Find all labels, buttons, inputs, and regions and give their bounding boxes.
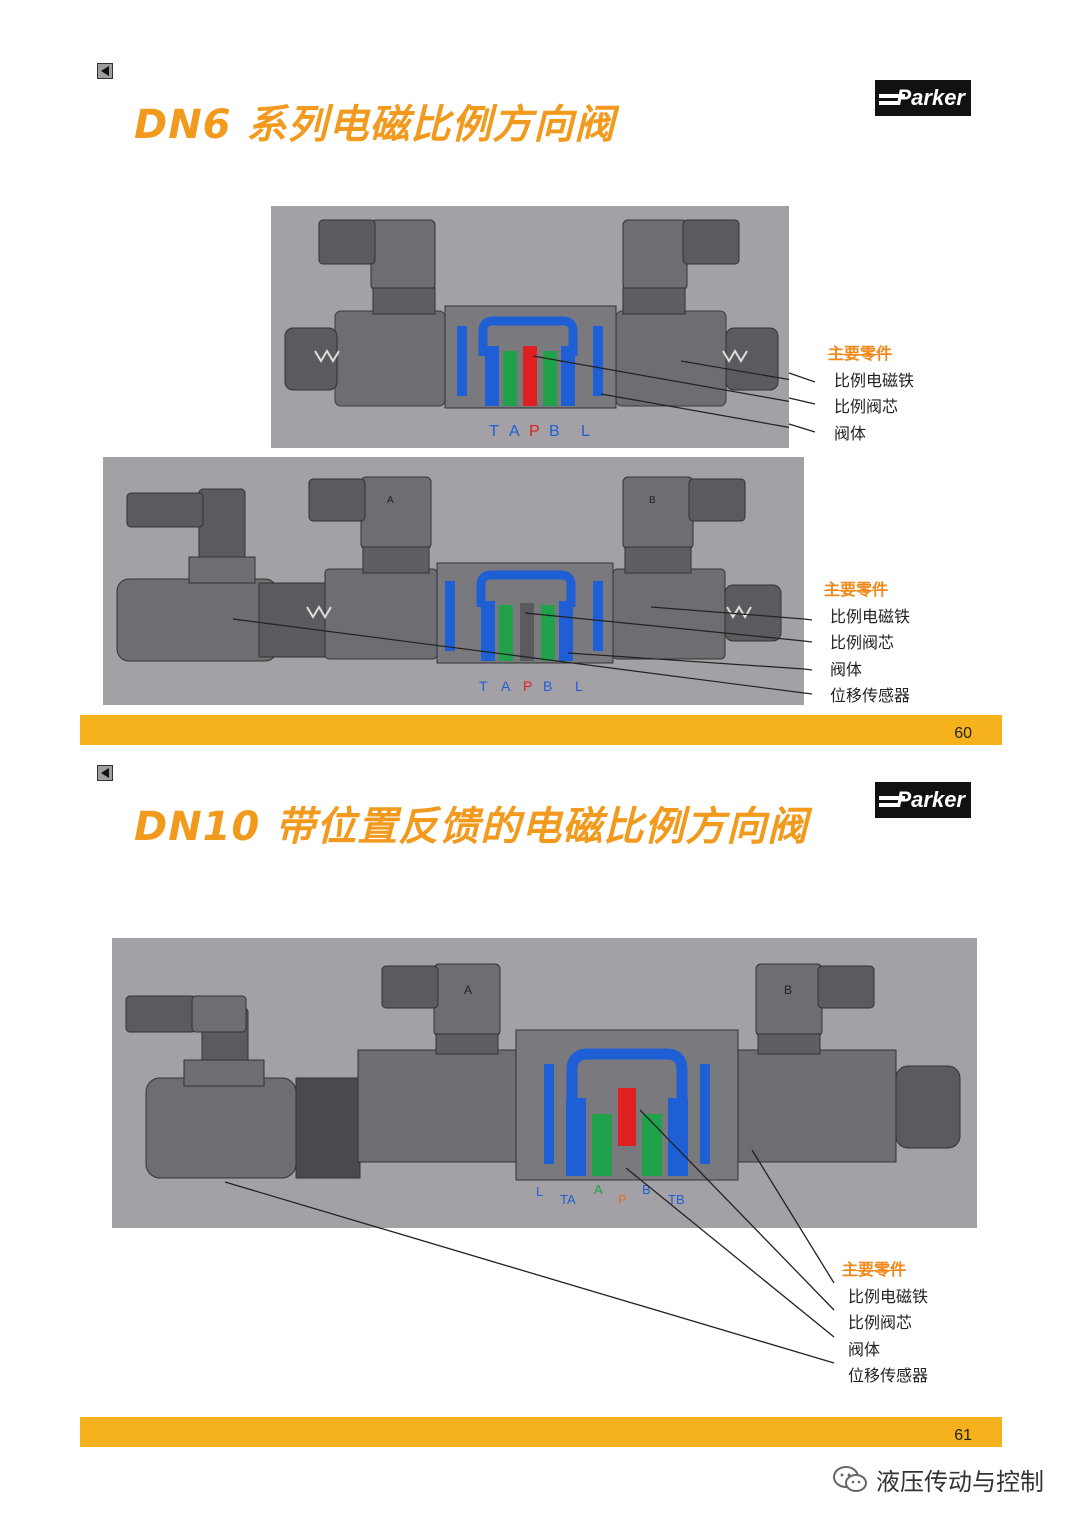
legend-item: 阀体 — [834, 423, 867, 443]
wechat-icon — [833, 1465, 867, 1492]
port-b: B — [543, 678, 552, 694]
port-l: L — [536, 1184, 543, 1199]
slide-61: DN10 带位置反馈的电磁比例方向阀 Parker A B — [0, 760, 1080, 1460]
footer-bar: 60 — [80, 715, 1002, 745]
legend-item: 比例电磁铁 — [830, 606, 911, 626]
solenoid-right — [612, 568, 726, 660]
solenoid-left — [357, 1049, 517, 1163]
solenoid-left — [324, 568, 438, 660]
valve-diagram-dn6: T A P B L — [271, 206, 789, 448]
end-cap-right — [725, 327, 779, 391]
parker-logo: Parker — [875, 782, 971, 818]
parts-legend-bottom: 主要零件 比例电磁铁 比例阀芯 阀体 位移传感器 — [824, 577, 910, 710]
back-arrow-icon[interactable] — [97, 63, 113, 79]
port-a: A — [509, 423, 520, 440]
port-a: A — [501, 678, 511, 694]
legend-title: 主要零件 — [828, 344, 893, 363]
legend-item: 位移传感器 — [830, 686, 911, 705]
back-arrow-icon[interactable] — [97, 765, 113, 781]
watermark-text: 液压传动与控制 — [876, 1468, 1044, 1496]
parts-legend-dn10: 主要零件 比例电磁铁 比例阀芯 阀体 位移传感器 — [842, 1257, 928, 1390]
solenoid-left — [334, 310, 446, 407]
port-ta: TA — [560, 1192, 576, 1207]
footer-bar: 61 — [80, 1417, 1002, 1447]
slide-title: DN6 系列电磁比例方向阀 — [134, 102, 616, 148]
parts-legend-top: 主要零件 比例电磁铁 比例阀芯 阀体 — [828, 341, 914, 447]
legend-item: 比例阀芯 — [830, 633, 895, 652]
valve-cross-section: A B T A P B L — [116, 476, 804, 694]
solenoid-right — [737, 1049, 897, 1163]
position-sensor — [145, 1077, 297, 1179]
port-a: A — [594, 1182, 603, 1197]
legend-item: 阀体 — [830, 659, 863, 679]
solenoid-b-label: B — [784, 983, 792, 997]
parker-logo: Parker — [875, 80, 971, 116]
port-p: P — [618, 1192, 627, 1207]
port-p: P — [529, 423, 540, 440]
connector-left — [370, 219, 436, 291]
slide-title: DN10 带位置反馈的电磁比例方向阀 — [134, 804, 809, 850]
legend-item: 比例电磁铁 — [848, 1286, 929, 1306]
connector-right — [622, 219, 688, 291]
port-t: T — [479, 678, 488, 694]
legend-title: 主要零件 — [842, 1260, 907, 1279]
port-l: L — [581, 423, 590, 440]
slide-60: DN6 系列电磁比例方向阀 Parker — [0, 0, 1080, 760]
solenoid-b-label: B — [649, 495, 656, 506]
port-b: B — [549, 423, 560, 440]
port-t: T — [489, 423, 499, 440]
page-number: 60 — [954, 725, 972, 742]
valve-cross-section: A B L TA A P B TB — [125, 963, 961, 1207]
wechat-watermark: 液压传动与控制 — [832, 1462, 1044, 1497]
page-number: 61 — [954, 1427, 972, 1444]
valve-cross-section: T A P B L — [284, 219, 789, 440]
position-sensor — [116, 578, 278, 662]
legend-item: 比例阀芯 — [834, 397, 899, 416]
legend-item: 阀体 — [848, 1339, 881, 1359]
legend-item: 比例阀芯 — [848, 1313, 913, 1332]
port-b: B — [642, 1182, 651, 1197]
solenoid-a-label: A — [464, 983, 472, 997]
solenoid-a-label: A — [387, 495, 394, 506]
legend-title: 主要零件 — [824, 580, 889, 599]
port-tb: TB — [668, 1192, 685, 1207]
valve-diagram-dn6-sensor: A B T A P B L — [103, 457, 804, 705]
legend-item: 位移传感器 — [848, 1366, 929, 1385]
port-l: L — [575, 678, 583, 694]
legend-item: 比例电磁铁 — [834, 370, 915, 390]
end-cap-left — [284, 327, 338, 391]
port-p: P — [523, 678, 532, 694]
solenoid-right — [615, 310, 727, 407]
valve-diagram-dn10: A B L TA A P B TB — [112, 938, 977, 1228]
